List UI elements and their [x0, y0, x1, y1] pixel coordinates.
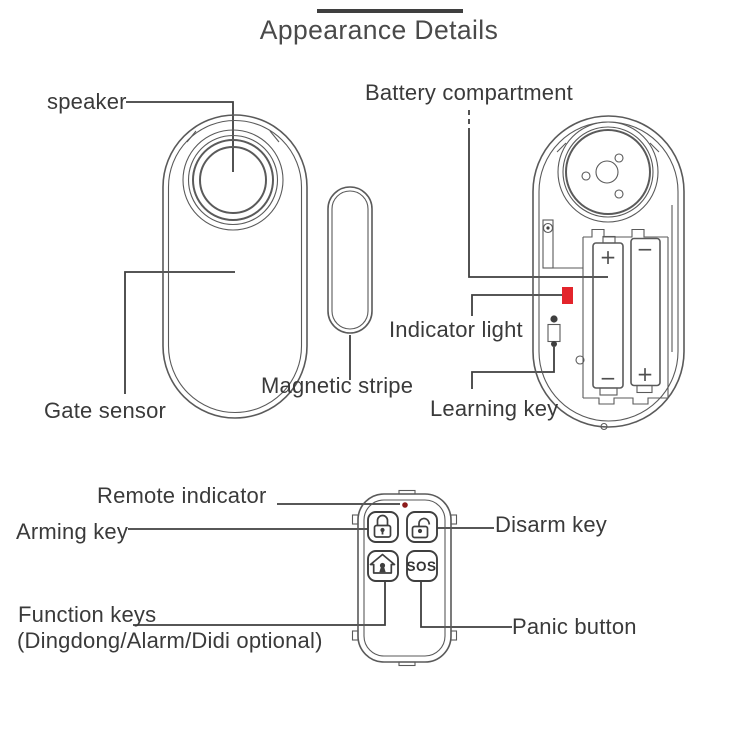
title-rule: [317, 9, 463, 13]
panic-sos-button: SOS: [406, 550, 438, 582]
speaker-label: speaker: [47, 89, 127, 114]
speaker-notch-left: [186, 130, 197, 143]
panic-button-label: Panic button: [512, 614, 637, 639]
speaker-notch-right: [269, 130, 280, 143]
remote-side-notch-bl: [351, 630, 359, 641]
arming-key-label: Arming key: [16, 519, 129, 544]
keyhole-circle: [379, 562, 386, 569]
mount-bracket: [542, 219, 583, 269]
indicator-light-leader-line: [471, 294, 562, 316]
remote-indicator-label: Remote indicator: [97, 483, 267, 508]
speaker-hub-circle: [595, 160, 619, 184]
speaker-inner-circle: [199, 146, 267, 214]
screw-hole-bottom: [614, 189, 624, 199]
indicator-led: [562, 287, 573, 304]
battery-right-bottom-tab: [636, 384, 653, 394]
battery-left: + −: [592, 235, 624, 396]
panic-button-leader-line: [420, 581, 512, 628]
compartment-top-edge: [583, 228, 668, 238]
remote-indicator-dot: [402, 502, 408, 508]
gate-sensor-label: Gate sensor: [44, 398, 167, 423]
leader-lines: [124, 101, 608, 628]
open-lock-icon: [411, 517, 431, 539]
screw-hole-left: [581, 171, 591, 181]
remote-side-notch-tr: [450, 514, 458, 525]
speaker-rings: [182, 129, 284, 231]
remote-bottom-tab: [398, 661, 416, 667]
battery-right: − +: [630, 237, 661, 394]
battery-leader-line: [468, 131, 608, 278]
page-title: Appearance Details: [259, 15, 499, 45]
back-body-outline: [532, 115, 685, 428]
disarm-key-label: Disarm key: [495, 512, 608, 537]
battery-left-top-tab: [602, 235, 616, 244]
function-button: [367, 550, 399, 582]
closed-lock-icon: [373, 514, 392, 538]
learning-key-switch: [547, 315, 561, 347]
learning-key-label: Learning key: [430, 396, 559, 421]
function-keys-leader-line: [133, 581, 386, 626]
magnetic-stripe-label: Magnetic stripe: [261, 373, 414, 398]
remote-control: SOS: [351, 489, 458, 667]
back-notch-right: [649, 142, 660, 153]
remote-side-notch-br: [450, 630, 458, 641]
battery-right-minus: −: [637, 237, 654, 261]
battery-left-minus: −: [600, 366, 617, 390]
magnetic-stripe-part: [327, 186, 373, 334]
remote-inner-outline: [363, 499, 446, 657]
speaker-leader-line: [126, 101, 234, 172]
house-icon: [369, 553, 396, 574]
compartment-bottom-edge: [583, 397, 668, 405]
gate-sensor-leader-line: [124, 271, 235, 394]
function-keys-label-line1: Function keys: [18, 602, 157, 627]
bottom-edge-hole: [600, 422, 608, 431]
back-view-device: + − − +: [532, 115, 685, 431]
front-body-outline: [162, 114, 308, 419]
indicator-light-label: Indicator light: [389, 317, 523, 342]
disarm-button: [406, 511, 438, 543]
battery-left-plus: +: [600, 245, 617, 269]
remote-top-tab: [398, 489, 416, 495]
sos-label: SOS: [406, 559, 436, 574]
speaker-back: [556, 121, 660, 223]
remote-side-notch-tl: [351, 514, 359, 525]
magnet-inner-outline: [331, 190, 369, 330]
learning-key-leader-line: [471, 347, 555, 389]
back-notch-left: [556, 142, 567, 153]
front-view-device: [162, 114, 308, 419]
battery-left-bottom-tab: [599, 387, 618, 396]
arming-button: [367, 511, 399, 543]
battery-compartment: + − − +: [582, 205, 673, 405]
screw-hole-lower: [575, 355, 585, 365]
battery-compartment-label: Battery compartment: [365, 80, 573, 105]
bracket-screw: [542, 222, 554, 234]
magnet-outline: [327, 186, 373, 334]
keyhole-flare: [379, 567, 386, 573]
battery-right-plus: +: [637, 362, 654, 386]
screw-hole-top: [614, 153, 624, 163]
front-body-inner-outline: [167, 119, 303, 414]
function-keys-label-line2: (Dingdong/Alarm/Didi optional): [17, 628, 323, 653]
